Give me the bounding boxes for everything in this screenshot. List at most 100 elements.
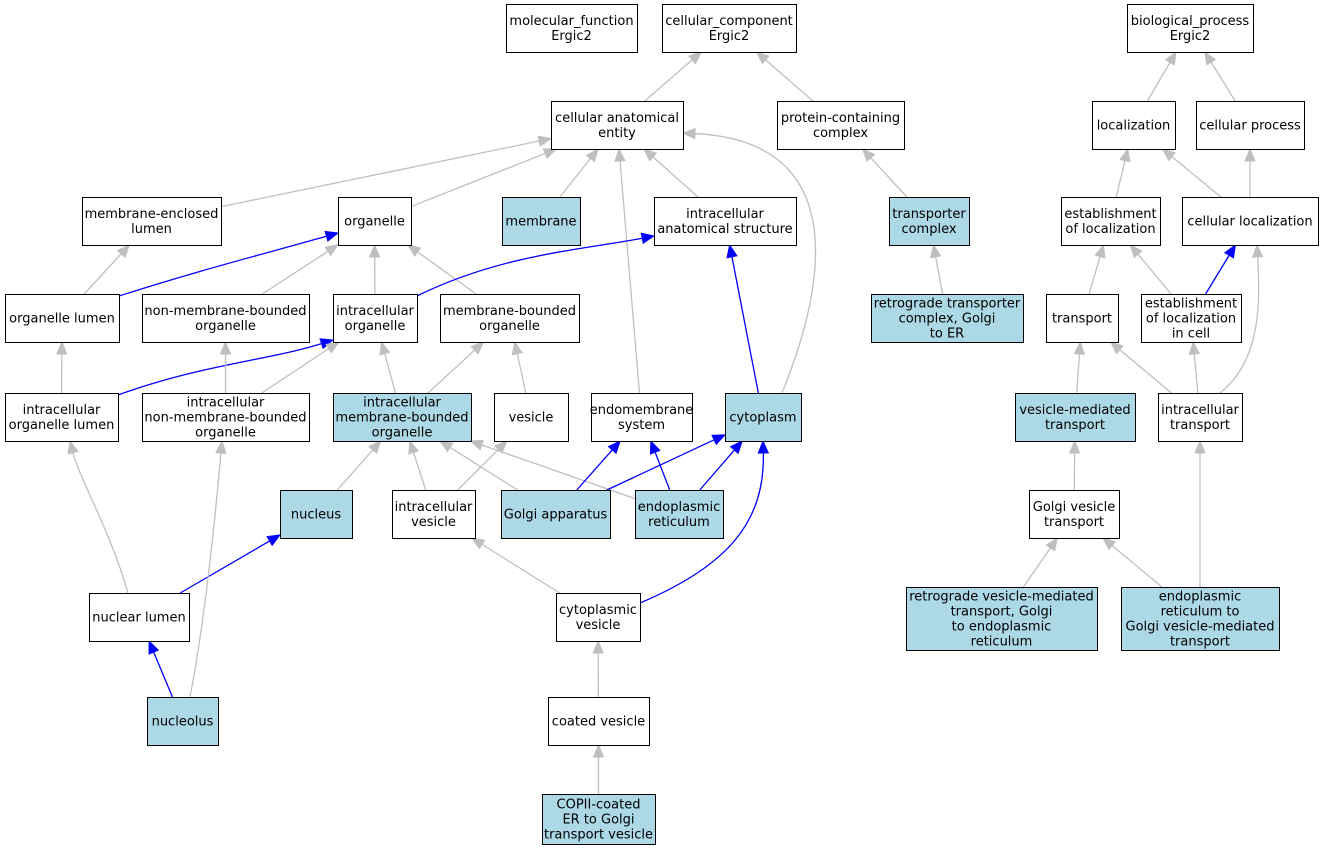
node-label-line: Golgi apparatus [504,508,608,523]
node-label-line: protein-containing [781,111,900,126]
edge-line [416,237,643,297]
node-nucleus[interactable]: nucleus [280,490,353,539]
edge-line [1111,545,1163,588]
node-cellular-process[interactable]: cellular process [1196,101,1305,150]
edge-line [1146,62,1171,102]
edge-line [220,140,540,208]
node-box [635,490,724,539]
edge-arrowhead [861,148,876,163]
node-label-line: intracellular [686,207,764,222]
node-box [1141,294,1242,343]
node-label-line: endomembrane [590,403,694,418]
edge-cytoplasmic-vesicle-to-intracellular-vesicle [470,537,561,594]
edge-arrowhead [726,243,738,259]
edge-intracellular-organelle-to-intracellular-anatomical-structure [416,232,656,297]
node-box [1061,197,1161,246]
node-label-line: cytoplasm [729,411,796,426]
edge-arrowhead [643,148,658,162]
node-label-line: biological_process [1131,14,1250,29]
edge-arrowhead [729,440,744,455]
edge-nucleolus-to-nuclear-lumen [148,639,174,698]
node-localization[interactable]: localization [1092,101,1176,150]
node-box [333,294,418,343]
node-vesicle[interactable]: vesicle [494,393,569,442]
node-golgi-apparatus[interactable]: Golgi apparatus [501,490,611,539]
edge-nucleus-to-intracellular-membrane-bounded-organelle [336,440,382,491]
node-organelle-lumen[interactable]: organelle lumen [5,294,120,343]
edge-line [699,449,735,491]
node-box [333,393,472,442]
edge-line [1219,256,1260,394]
node-box [5,294,120,343]
edge-intracellular-vesicle-to-intracellular-membrane-bounded-organelle [408,439,427,491]
edge-arrowhead [1244,147,1256,162]
node-label-line: endoplasmic [1159,590,1241,605]
node-label-line: nuclear lumen [92,611,185,626]
node-label-line: organelle [195,426,256,441]
edge-line [427,349,476,394]
node-label-line: Golgi vesicle-mediated [1126,620,1275,635]
edge-vesicle-mediated-transport-to-transport [1073,340,1086,394]
node-box [142,294,310,343]
node-cytoplasm[interactable]: cytoplasm [725,393,802,442]
node-organelle[interactable]: organelle [338,197,412,246]
node-label-line: organelle [372,426,433,441]
node-transport[interactable]: transport [1046,294,1119,343]
edge-arrowhead [324,244,340,257]
node-nucleolus[interactable]: nucleolus [147,697,219,746]
node-box [1046,294,1119,343]
edge-protein-containing-complex-to-cellular-component [755,51,814,102]
edge-arrowhead [1129,243,1143,259]
node-label: membrane [505,215,576,230]
node-label-line: complex, Golgi [899,312,996,327]
edge-vesicle-to-membrane-bounded-organelle [511,340,527,394]
node-nuclear-lumen[interactable]: nuclear lumen [89,593,190,642]
node-membrane[interactable]: membrane [502,197,581,246]
edge-arrowhead [1204,50,1217,66]
node-cellular-localization[interactable]: cellular localization [1182,197,1319,246]
edge-arrowhead [1251,243,1264,258]
edge-endoplasmic-reticulum-to-cytoplasm [699,440,744,491]
node-coated-vesicle[interactable]: coated vesicle [548,697,650,746]
node-box [556,593,641,642]
edge-intracellular-membrane-bounded-organelle-to-membrane-bounded-organelle [427,341,485,394]
edge-arrowhead [1109,341,1124,355]
edge-line [117,343,322,396]
node-label-line: vesicle-mediated [1019,403,1130,418]
edge-arrowhead [470,537,486,550]
edge-line [1137,253,1172,295]
node-box [147,697,219,746]
